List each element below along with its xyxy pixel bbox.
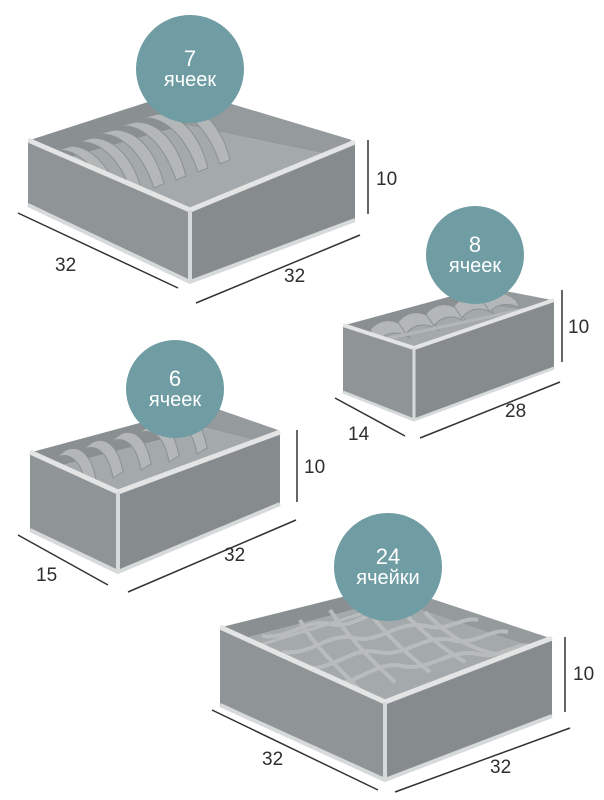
length-label: 32 [55, 255, 77, 276]
box-front-wall [343, 325, 414, 420]
height-label: 10 [376, 169, 398, 190]
cell-count-badge: 24 ячейки [334, 513, 442, 621]
box-floor [55, 428, 260, 492]
box-front-wall [220, 627, 385, 780]
organizer-8-cells [334, 287, 563, 439]
cell-count-number: 8 [468, 231, 482, 257]
cell-count-word: ячеек [163, 69, 217, 92]
box-side-wall [385, 638, 552, 780]
organizer-7-cells [17, 90, 369, 304]
box-front-wall [28, 140, 190, 282]
width-label: 32 [490, 757, 512, 778]
organizer-24-cells [211, 585, 571, 793]
dimension-line-width [195, 234, 361, 304]
box-back-wall [206, 405, 278, 442]
cell-count-number: 6 [168, 365, 182, 391]
width-label: 32 [284, 266, 306, 287]
length-label: 32 [262, 749, 284, 770]
dimension-line-width [127, 519, 297, 593]
cell-count-word: ячейки [356, 567, 420, 590]
cell-count-badge: 8 ячеек [426, 206, 524, 304]
width-label: 32 [224, 545, 246, 566]
box-back-wall [30, 90, 185, 160]
dimension-line-length [17, 534, 109, 586]
dimension-line-width [394, 727, 571, 793]
box-side-wall [118, 432, 280, 572]
cell-count-word: ячеек [448, 255, 502, 278]
height-label: 10 [304, 457, 326, 478]
box-side-wall [190, 142, 355, 282]
box-side-wall [414, 300, 554, 420]
box-floor [60, 125, 330, 210]
dimension-line-length [211, 709, 379, 791]
cell-count-badge: 6 ячеек [126, 340, 224, 438]
cell-count-number: 24 [375, 543, 401, 569]
width-label: 28 [505, 401, 527, 422]
height-label: 10 [573, 664, 595, 685]
dimension-line-length [334, 397, 406, 437]
height-label: 10 [568, 317, 590, 338]
cell-count-word: ячеек [148, 389, 202, 412]
dimension-line-length [17, 212, 179, 289]
length-label: 14 [348, 424, 370, 445]
length-label: 15 [36, 565, 58, 586]
dimension-line-width [419, 381, 561, 439]
box-dividers [369, 292, 531, 343]
cell-count-number: 7 [183, 45, 197, 71]
cell-count-badge: 7 ячеек [136, 15, 244, 123]
